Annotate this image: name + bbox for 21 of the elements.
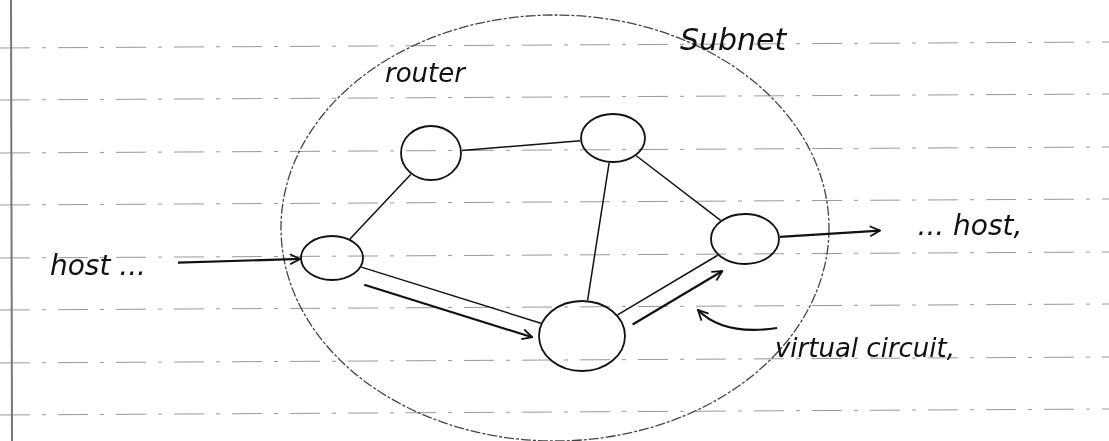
router-node <box>710 213 780 265</box>
host-label: host ... <box>18 245 178 285</box>
host-label: ... host, <box>880 205 1060 245</box>
router-caption: router <box>385 58 465 88</box>
router-node <box>300 235 364 281</box>
link-line <box>635 155 722 222</box>
arrow <box>177 253 301 266</box>
link-line <box>586 162 610 302</box>
arrow <box>632 270 724 326</box>
arrow <box>779 225 881 238</box>
link-line <box>360 266 542 324</box>
arrow <box>363 283 534 340</box>
link-line <box>616 254 719 316</box>
leader-arrow <box>697 309 778 331</box>
router-node <box>400 125 462 181</box>
subnet-heading: Subnet <box>680 22 787 57</box>
link-line <box>349 173 412 240</box>
router-node <box>538 300 626 372</box>
link-line <box>461 139 581 152</box>
router-node <box>580 113 646 163</box>
annotation-text: virtual circuit, <box>720 328 1010 368</box>
